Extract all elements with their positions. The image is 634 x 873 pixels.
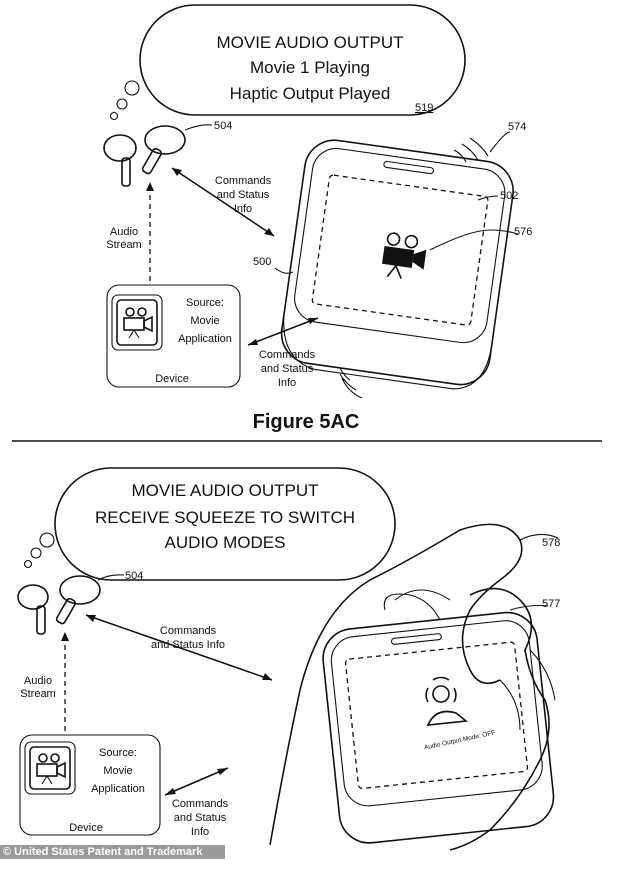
earbuds-icon [103, 124, 213, 187]
ref-574: 574 [508, 121, 526, 133]
arrow-commands [171, 167, 275, 237]
label: Commands [259, 349, 316, 361]
label: and Status Info [151, 639, 225, 651]
case-top [280, 139, 514, 390]
label: Device [69, 822, 103, 834]
vibration-lines [453, 137, 489, 163]
thought-bubble-bottom: MOVIE AUDIO OUTPUT RECEIVE SQUEEZE TO SW… [23, 467, 396, 581]
bubble-line: Haptic Output Played [230, 84, 391, 103]
ref-504: 504 [214, 120, 232, 132]
figure-caption: Figure 5AC [253, 411, 360, 433]
label: and Status [261, 363, 314, 375]
label: Source: [99, 747, 137, 759]
thought-bubble-top: MOVIE AUDIO OUTPUT Movie 1 Playing Hapti… [109, 4, 466, 121]
label: Movie [190, 315, 219, 327]
bubble-line: MOVIE AUDIO OUTPUT [216, 33, 403, 52]
ref-502: 502 [500, 190, 518, 202]
label: Info [234, 203, 252, 215]
bubble-line: RECEIVE SQUEEZE TO SWITCH [95, 508, 355, 527]
copyright-footer: © United States Patent and Trademark Off… [0, 845, 225, 872]
label: Commands [160, 625, 217, 637]
ref-500: 500 [253, 256, 271, 268]
device-box-bottom: Source: Movie Application Device [19, 734, 161, 836]
audio-output-mode-label: Audio Output Mode: OFF [423, 730, 496, 752]
label: Application [178, 333, 232, 345]
earbuds-icon [17, 574, 125, 635]
label: Info [191, 826, 209, 838]
ref-519: 519 [415, 102, 433, 114]
label: Info [278, 377, 296, 389]
label: Audio [24, 675, 52, 687]
ref-578: 578 [542, 537, 560, 549]
label: Stream [20, 688, 55, 700]
audio-mode-icon [425, 676, 469, 726]
label: Audio [110, 226, 138, 238]
ref-576: 576 [514, 226, 532, 238]
movie-camera-icon [36, 753, 66, 785]
bubble-line: AUDIO MODES [165, 533, 286, 552]
label: and Status [174, 812, 227, 824]
label: Source: [186, 297, 224, 309]
label: Commands [215, 175, 272, 187]
ref-577: 577 [542, 598, 560, 610]
device-box-top: Source: Movie Application Device [106, 284, 241, 388]
label: Movie [103, 765, 132, 777]
movie-camera-icon [382, 232, 427, 279]
case-with-hand: Audio Output Mode: OFF [269, 523, 559, 851]
bubble-line: Movie 1 Playing [250, 58, 370, 77]
label: Stream [106, 239, 141, 251]
label: Device [155, 373, 189, 385]
movie-camera-icon [123, 307, 153, 339]
bubble-line: MOVIE AUDIO OUTPUT [131, 481, 318, 500]
label: and Status [217, 189, 270, 201]
ref-504: 504 [125, 570, 143, 582]
label: Application [91, 783, 145, 795]
label: Commands [172, 798, 229, 810]
